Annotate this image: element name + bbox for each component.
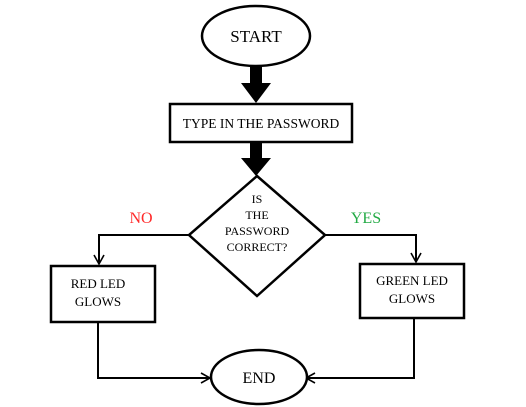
red-led-line-1: RED LED bbox=[71, 276, 126, 291]
yes-branch-label: YES bbox=[351, 210, 381, 227]
end-label: END bbox=[243, 370, 276, 387]
no-branch-label: NO bbox=[129, 210, 152, 227]
arrow-no-branch bbox=[93, 234, 189, 266]
decision-line-4: CORRECT? bbox=[227, 240, 288, 254]
red-led-box bbox=[49, 264, 157, 324]
decision-diamond bbox=[187, 174, 327, 298]
decision-line-2: THE bbox=[245, 208, 268, 222]
end-terminal bbox=[209, 348, 309, 406]
green-led-line-2: GLOWS bbox=[389, 291, 435, 306]
arrow-input-to-decision bbox=[241, 142, 271, 176]
green-led-line-1: GREEN LED bbox=[376, 273, 448, 288]
green-led-box bbox=[358, 262, 466, 320]
arrow-green-to-end bbox=[304, 318, 415, 384]
input-process-label: TYPE IN THE PASSWORD bbox=[183, 116, 340, 131]
decision-line-3: PASSWORD bbox=[225, 224, 290, 238]
input-process-box bbox=[168, 102, 354, 144]
red-led-line-2: GLOWS bbox=[75, 294, 121, 309]
arrow-start-to-input bbox=[241, 66, 271, 103]
arrow-yes-branch bbox=[325, 234, 422, 264]
start-label: START bbox=[230, 27, 282, 46]
decision-line-1: IS bbox=[252, 192, 263, 206]
arrow-red-to-end bbox=[97, 322, 212, 384]
